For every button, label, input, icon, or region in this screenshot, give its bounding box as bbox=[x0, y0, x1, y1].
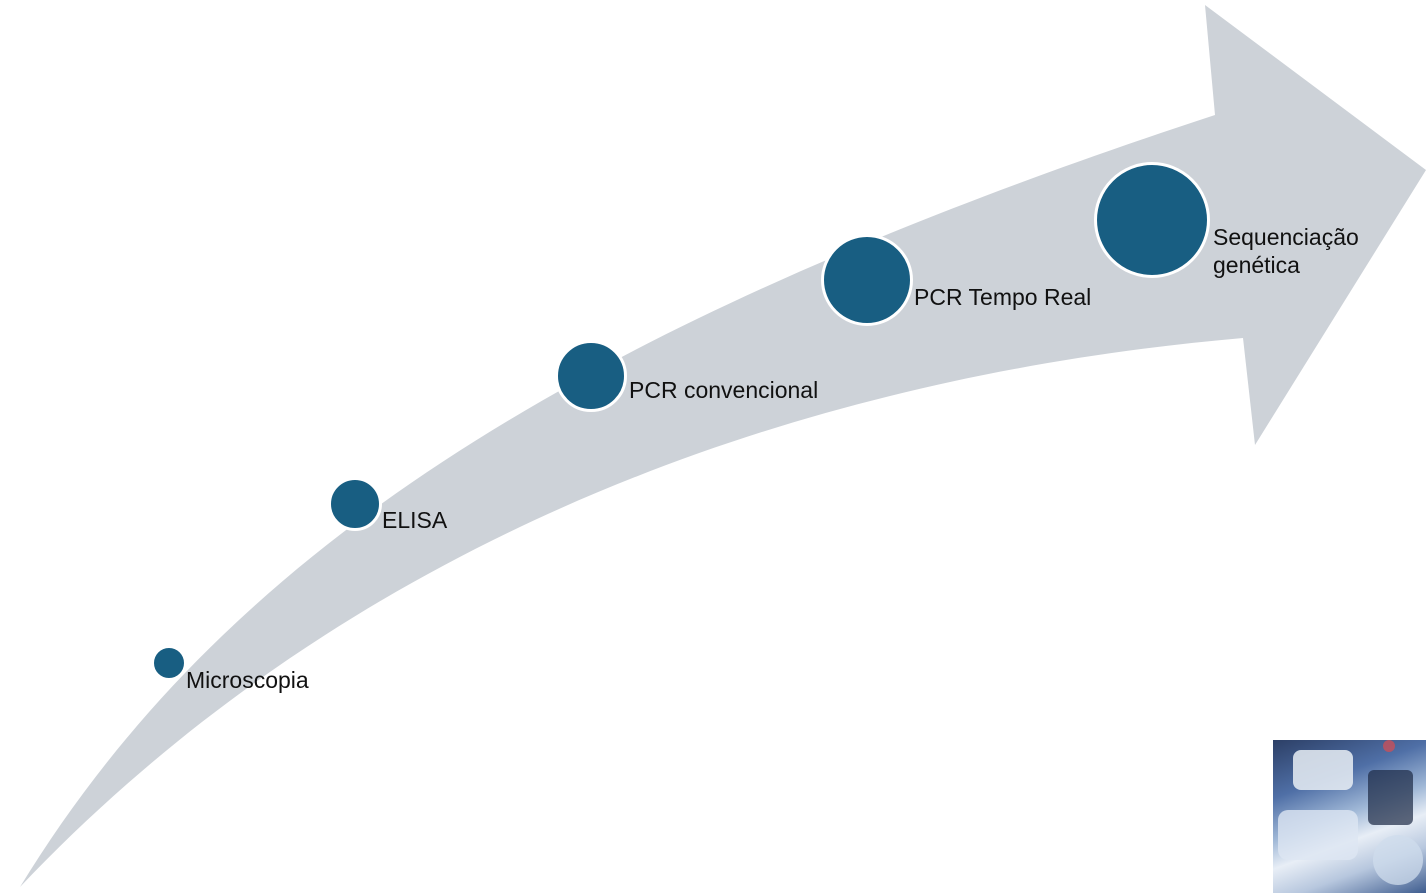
milestone-elisa-dot bbox=[328, 477, 382, 531]
milestone-pcr-tempo-real-dot bbox=[821, 234, 913, 326]
milestone-microscopia-dot bbox=[151, 645, 187, 681]
milestone-pcr-tempo-real-label: PCR Tempo Real bbox=[914, 284, 1092, 310]
milestone-pcr-convencional-label: PCR convencional bbox=[629, 377, 819, 403]
laboratory-photo-icon bbox=[1273, 740, 1426, 893]
milestone-microscopia-label: Microscopia bbox=[186, 667, 309, 693]
milestone-elisa-label: ELISA bbox=[382, 507, 448, 533]
milestone-sequenciacao-dot bbox=[1094, 162, 1210, 278]
milestone-pcr-convencional-dot bbox=[555, 340, 627, 412]
milestone-sequenciacao-label: Sequenciação genética bbox=[1213, 224, 1359, 278]
curved-arrow-shape bbox=[20, 5, 1426, 887]
